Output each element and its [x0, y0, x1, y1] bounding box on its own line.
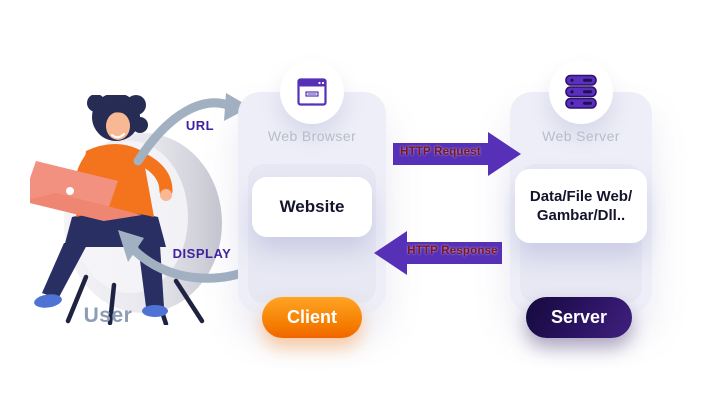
server-data-card: Data/File Web/ Gambar/Dll.. — [515, 169, 647, 243]
http-request-arrow — [393, 132, 521, 176]
server-data-line1: Data/File Web/ — [529, 187, 633, 205]
display-label: DISPLAY — [172, 246, 232, 261]
browser-icon-circle — [280, 60, 344, 124]
http-request-label: HTTP Request — [400, 146, 481, 158]
server-badge: Server — [526, 297, 632, 338]
http-response-arrow — [374, 231, 502, 275]
shoe — [34, 294, 62, 308]
user-label: User — [83, 304, 133, 327]
server-panel-title: Web Server — [542, 128, 620, 144]
website-card-text: Website — [279, 197, 345, 216]
url-arrow — [133, 93, 250, 166]
browser-panel: Web Browser Website Client — [238, 60, 386, 338]
url-label: URL — [185, 118, 215, 133]
server-panel: Web Server Data/File Web/ Gambar/Dll.. S… — [510, 60, 652, 338]
browser-window-icon — [297, 78, 327, 106]
server-stack-icon — [565, 74, 597, 109]
browser-panel-title: Web Browser — [267, 128, 357, 144]
http-response-label: HTTP Response — [407, 245, 498, 257]
website-card: Website — [252, 177, 372, 237]
laptop — [30, 161, 142, 221]
client-badge: Client — [262, 297, 362, 338]
server-icon-circle — [549, 60, 613, 124]
shoe — [142, 305, 168, 317]
user-illustration — [30, 95, 222, 325]
head — [87, 95, 148, 141]
server-data-line2: Gambar/Dll.. — [536, 207, 626, 224]
